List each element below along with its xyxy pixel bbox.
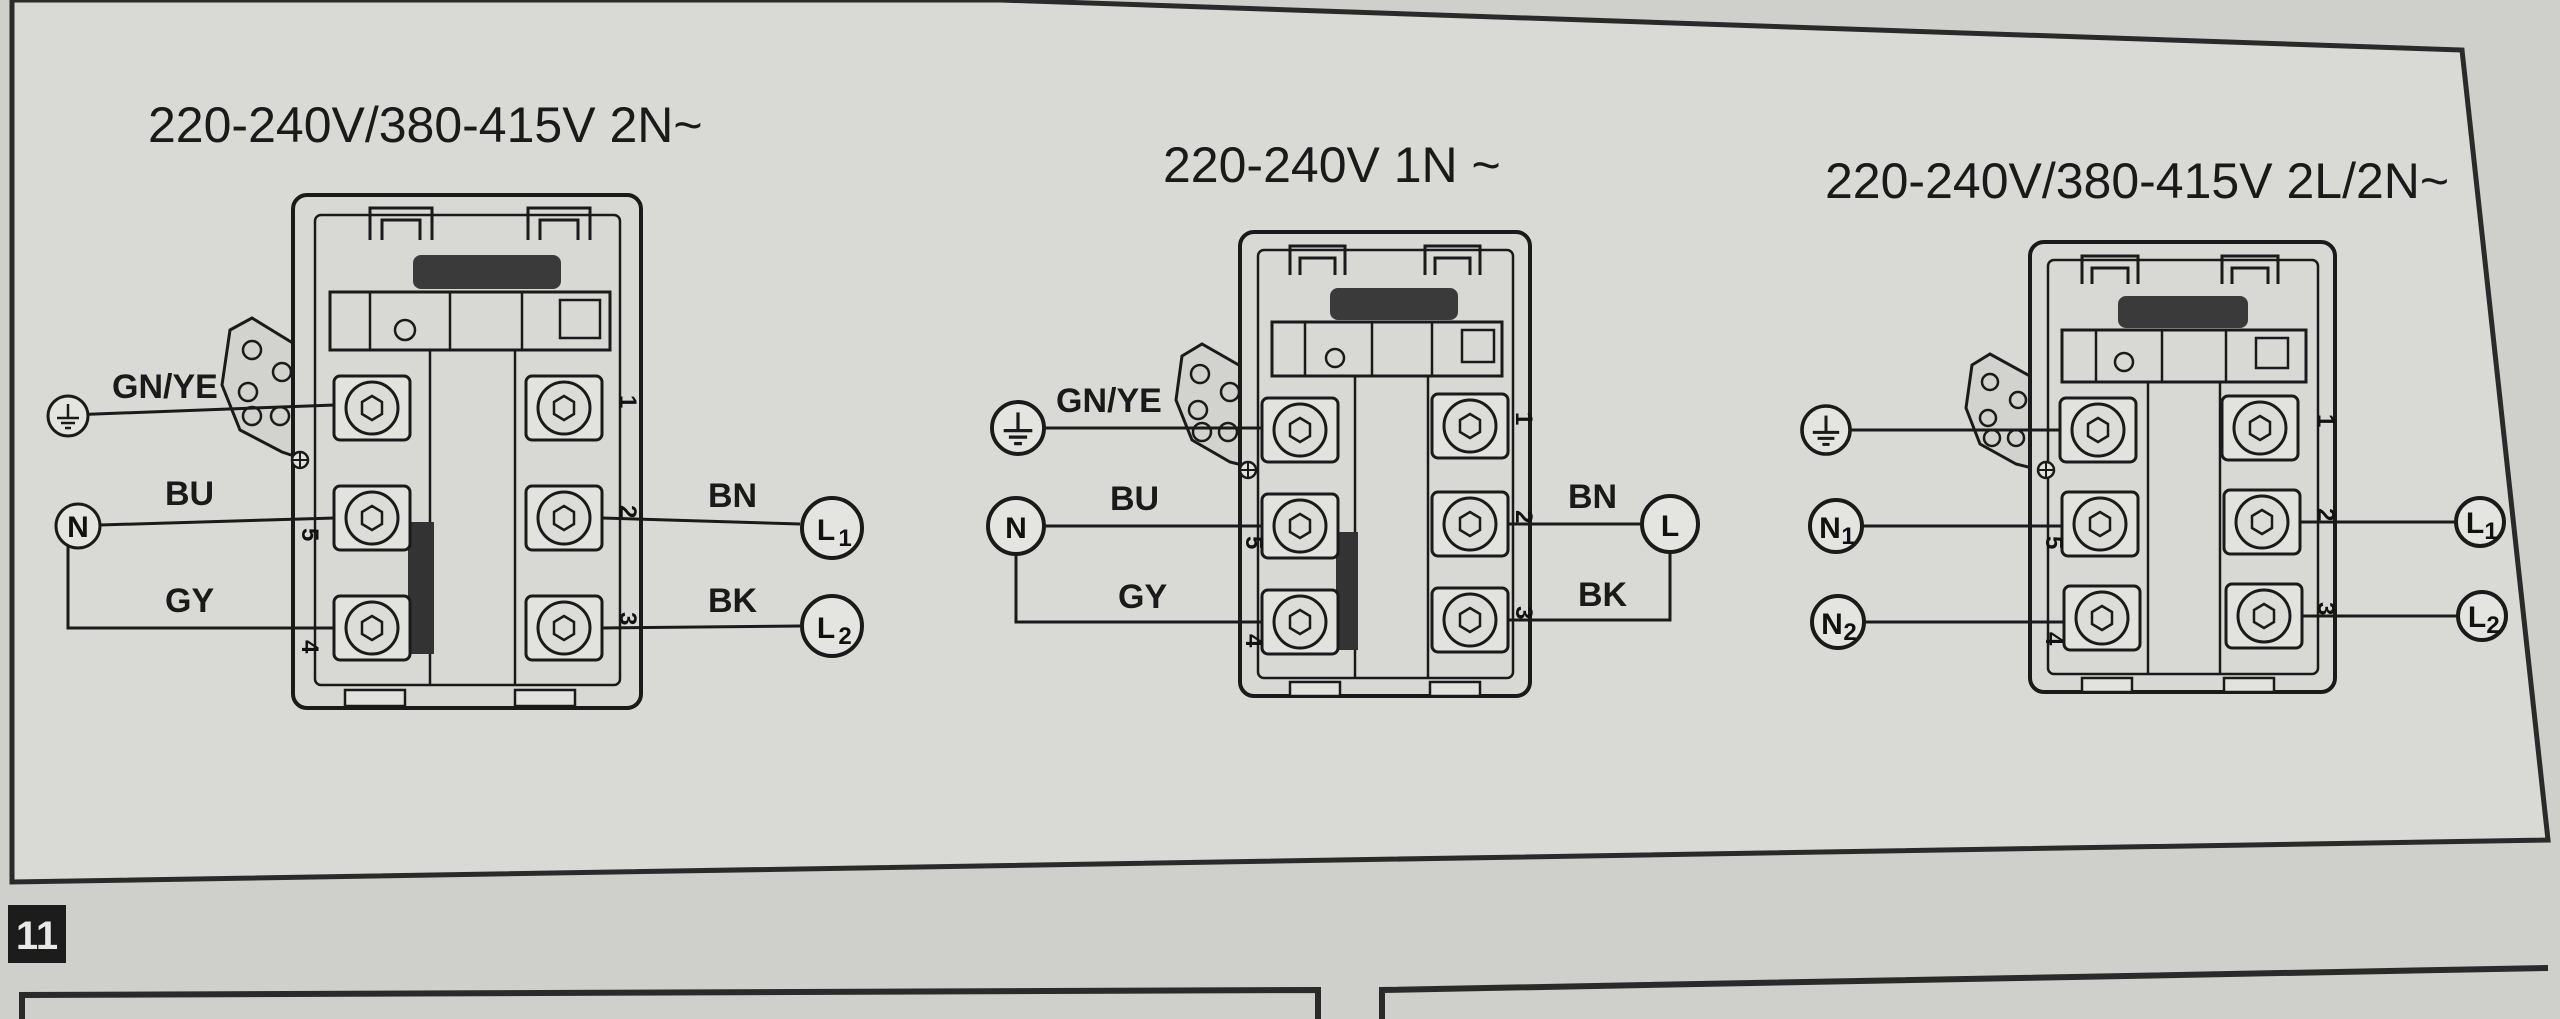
svg-text:L: L: [2468, 601, 2486, 634]
svg-text:2: 2: [838, 623, 851, 650]
svg-text:2: 2: [2486, 612, 2499, 639]
label-grey-wire: GY: [1118, 578, 1167, 616]
terminal-number-3: 3: [2312, 602, 2339, 615]
label-black-wire: BK: [1578, 576, 1628, 614]
bridge-5-4: [1336, 532, 1358, 650]
earth-symbol-icon: [990, 400, 1046, 456]
terminal-n2: N 2: [1810, 594, 1866, 650]
lower-box-right: [1379, 965, 2549, 1019]
terminal-l2: L 2: [800, 594, 864, 658]
svg-text:1: 1: [2484, 518, 2497, 545]
terminal-number-5: 5: [1240, 536, 1267, 549]
label-earth-wire: GN/YE: [1056, 382, 1162, 420]
terminal-number-1: 1: [1510, 412, 1537, 425]
terminal-block: [2028, 240, 2337, 694]
diagram-title: 220-240V/380-415V 2N~: [148, 97, 703, 153]
screw-terminal-3: [2224, 582, 2304, 650]
label-grey-wire: GY: [165, 582, 214, 620]
terminal-number-5: 5: [296, 528, 323, 541]
label-blue-wire: BU: [165, 475, 214, 513]
wire-brown: [601, 516, 801, 526]
screw-terminal-3: [1430, 586, 1510, 654]
terminal-number-4: 4: [2040, 632, 2067, 646]
terminal-number-5: 5: [2040, 536, 2067, 549]
terminal-block: [1238, 230, 1532, 698]
bridge-5-4: [408, 522, 434, 654]
label-blue-wire: BU: [1110, 480, 1159, 518]
terminal-number-2: 2: [614, 505, 641, 518]
diagram-title: 220-240V 1N ~: [1163, 137, 1501, 193]
svg-text:N: N: [1005, 512, 1027, 545]
label-earth-wire: GN/YE: [112, 368, 218, 406]
diagram-2n: 220-240V/380-415V 2N~: [46, 97, 864, 710]
terminal-n: N: [986, 496, 1046, 556]
screw-terminal-earth: [332, 374, 412, 442]
terminal-number-2: 2: [1510, 510, 1537, 523]
svg-text:L: L: [817, 612, 835, 645]
svg-text:1: 1: [1841, 523, 1854, 550]
terminal-number-4: 4: [296, 640, 323, 654]
screw-terminal-1: [524, 374, 604, 442]
diagram-2l-2n: 220-240V/380-415V 2L/2N~ 1 2 3: [1800, 153, 2508, 694]
screw-terminal-2: [1430, 490, 1510, 558]
wire-blue: [99, 516, 336, 527]
terminal-n: N: [54, 502, 102, 550]
screw-terminal-4: [332, 594, 412, 662]
screw-terminal-5: [1260, 492, 1340, 560]
terminal-number-4: 4: [1240, 634, 1267, 648]
wire-grey: [66, 545, 335, 630]
screw-terminal-1: [1430, 392, 1510, 460]
terminal-block: [291, 193, 643, 710]
terminal-l: L: [1640, 494, 1700, 554]
screw-terminal-4: [1260, 588, 1340, 656]
earth-symbol-icon: [1800, 404, 1852, 456]
lower-box-left: [19, 986, 1321, 1019]
terminal-number-3: 3: [1510, 606, 1537, 619]
screw-terminal-5: [2060, 490, 2140, 558]
svg-text:1: 1: [838, 525, 851, 552]
terminal-l1: L 1: [2454, 496, 2506, 548]
wire-black: [1508, 548, 1672, 622]
figure-number: 11: [16, 914, 58, 958]
screw-terminal-1: [2220, 394, 2300, 462]
label-black-wire: BK: [708, 582, 758, 620]
svg-text:N: N: [67, 511, 89, 544]
screw-terminal-2: [524, 484, 604, 552]
svg-text:L: L: [2466, 507, 2484, 540]
wire-grey: [1014, 548, 1262, 624]
svg-text:2: 2: [1843, 619, 1856, 646]
svg-text:N: N: [1821, 608, 1843, 641]
label-brown-wire: BN: [708, 477, 757, 515]
screw-terminal-2: [2222, 488, 2302, 556]
figure-number-badge: 11: [8, 905, 66, 963]
terminal-number-1: 1: [614, 395, 641, 408]
diagram-title: 220-240V/380-415V 2L/2N~: [1825, 153, 2449, 209]
wire-earth: [69, 403, 336, 417]
diagram-1n: 220-240V 1N ~ 1 2 3 4: [986, 137, 1700, 698]
screw-terminal-4: [2062, 584, 2142, 652]
wire-black: [601, 624, 801, 630]
svg-text:L: L: [817, 514, 835, 547]
screw-terminal-earth: [2058, 396, 2138, 464]
terminal-l2: L 2: [2456, 590, 2508, 642]
terminal-number-2: 2: [2312, 508, 2339, 521]
earth-symbol-icon: [46, 394, 90, 438]
svg-text:L: L: [1661, 510, 1679, 543]
terminal-number-1: 1: [2312, 414, 2339, 427]
terminal-number-3: 3: [614, 612, 641, 625]
terminal-n1: N 1: [1808, 498, 1864, 554]
svg-text:N: N: [1819, 512, 1841, 545]
screw-terminal-5: [332, 484, 412, 552]
terminal-l1: L 1: [800, 496, 864, 560]
screw-terminal-3: [524, 594, 604, 662]
label-brown-wire: BN: [1568, 478, 1617, 516]
screw-terminal-earth: [1260, 396, 1340, 464]
